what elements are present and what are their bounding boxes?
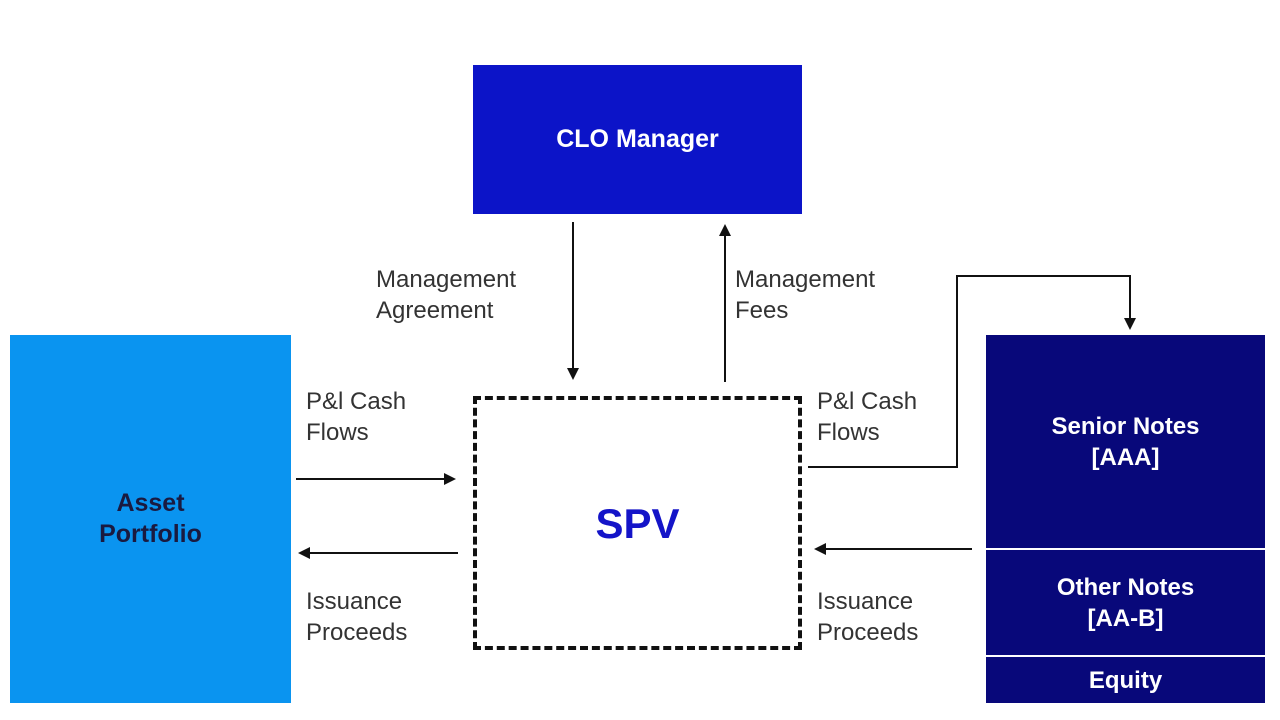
equity-label: Equity xyxy=(1088,666,1163,694)
clo-manager-label: CLO Manager xyxy=(556,125,719,153)
management-fees-label: Management Fees xyxy=(735,266,876,324)
senior-notes-node: Senior Notes [AAA] xyxy=(986,335,1265,548)
pl-cash-flows-right-arrow xyxy=(808,275,1136,468)
management-agreement-label: Management Agreement xyxy=(376,266,517,324)
clo-manager-node: CLO Manager xyxy=(473,65,802,214)
issuance-proceeds-right-label: Issuance Proceeds xyxy=(817,588,919,646)
spv-node: SPV xyxy=(473,396,802,650)
other-notes-label: Other Notes [AA-B] xyxy=(1056,573,1195,632)
issuance-proceeds-left-label: Issuance Proceeds xyxy=(306,588,408,646)
pl-cash-flows-right-label: P&l Cash Flows xyxy=(817,388,918,446)
asset-portfolio-label: Asset Portfolio xyxy=(99,489,202,548)
other-notes-node: Other Notes [AA-B] xyxy=(986,550,1265,655)
asset-portfolio-node: Asset Portfolio xyxy=(10,335,291,703)
equity-node: Equity xyxy=(986,657,1265,703)
senior-notes-label: Senior Notes [AAA] xyxy=(1051,412,1200,471)
spv-label: SPV xyxy=(595,499,680,547)
pl-cash-flows-left-label: P&l Cash Flows xyxy=(306,388,407,446)
